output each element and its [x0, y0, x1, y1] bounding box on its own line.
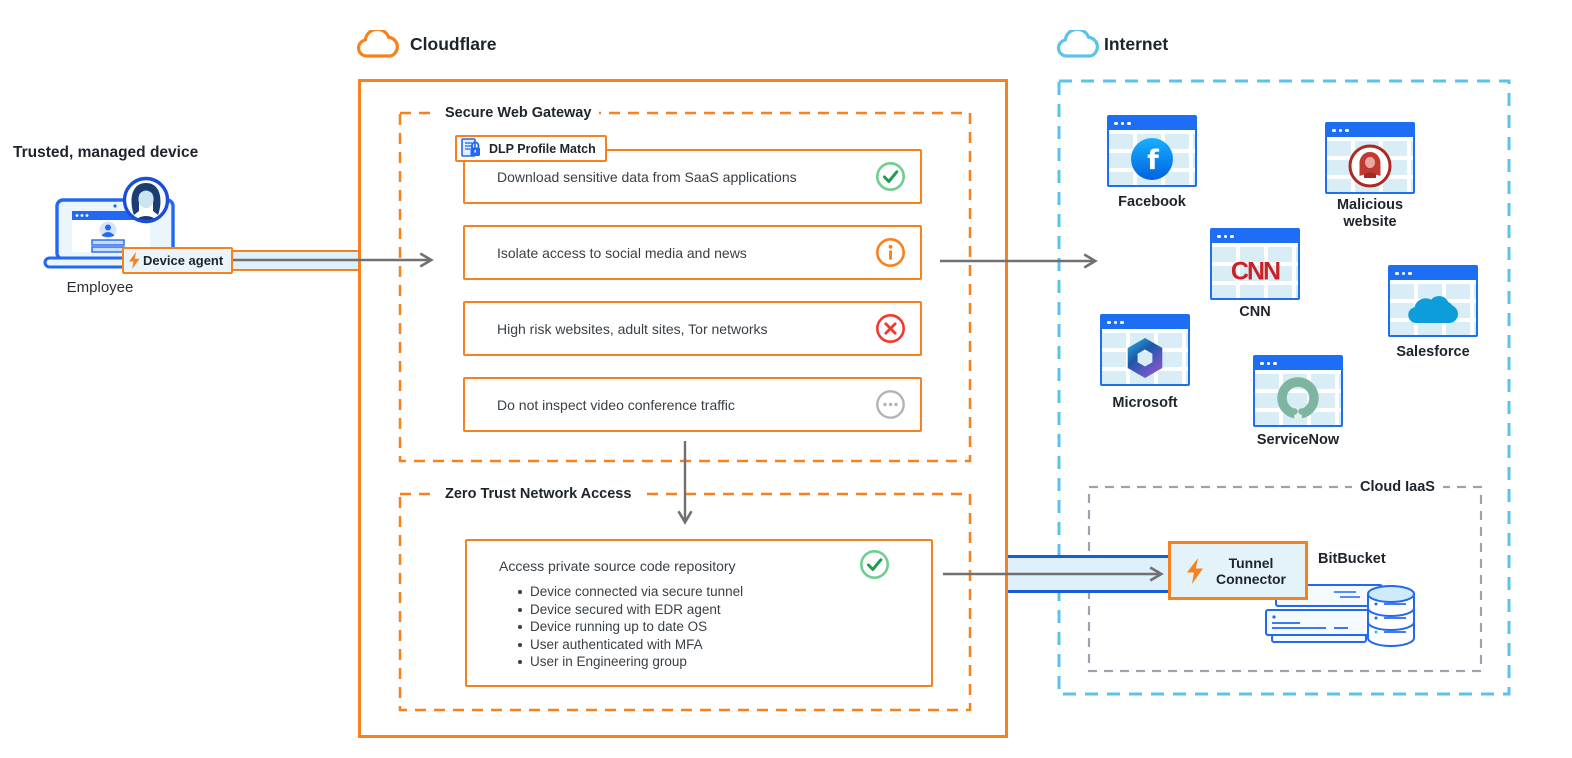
- facebook-site-window: f: [1107, 115, 1197, 187]
- ztna-access-card: Access private source code repository De…: [465, 539, 933, 687]
- employee-label: Employee: [66, 279, 134, 296]
- bitbucket-label: BitBucket: [1318, 551, 1386, 567]
- bolt-icon: [1187, 557, 1203, 584]
- device-agent-badge: Device agent: [122, 247, 234, 274]
- cnn-label: CNN: [1239, 304, 1271, 320]
- rule-text: Isolate access to social media and news: [497, 244, 747, 261]
- swg-rule-isolate: Isolate access to social media and news: [463, 225, 922, 280]
- browser-titlebar: [1255, 357, 1341, 370]
- block-x-icon: [876, 314, 905, 343]
- browser-titlebar: [1390, 267, 1476, 280]
- rule-text: High risk websites, adult sites, Tor net…: [497, 320, 768, 337]
- ztna-condition: User in Engineering group: [517, 653, 743, 671]
- allow-check-icon: [860, 550, 889, 579]
- servicenow-icon: [1277, 376, 1319, 419]
- browser-body: [1390, 280, 1476, 335]
- dlp-document-lock-icon: [461, 138, 480, 157]
- bitbucket-servers-illustration: [1265, 584, 1415, 647]
- swg-rule-bypass: Do not inspect video conference traffic: [463, 377, 922, 432]
- allow-check-icon: [876, 162, 905, 191]
- trusted-device-heading: Trusted, managed device: [13, 144, 199, 161]
- browser-titlebar: [1109, 117, 1195, 130]
- browser-titlebar: [1102, 316, 1188, 329]
- secure-tunnel-band: [1008, 555, 1173, 593]
- salesforce-label: Salesforce: [1396, 344, 1470, 360]
- servicenow-site-window: [1253, 355, 1343, 427]
- browser-body: [1102, 329, 1188, 384]
- browser-titlebar: [1327, 124, 1413, 137]
- device-tunnel-band: [222, 250, 358, 271]
- microsoft-label: Microsoft: [1112, 395, 1178, 411]
- browser-body: f: [1109, 130, 1195, 185]
- cnn-icon: CNN: [1230, 257, 1281, 285]
- bolt-icon: [129, 252, 140, 269]
- internet-box: [1057, 79, 1511, 696]
- browser-titlebar: [1212, 230, 1298, 243]
- ztna-label: Zero Trust Network Access: [437, 485, 640, 503]
- ztna-rule-text: Access private source code repository: [499, 558, 736, 574]
- facebook-label: Facebook: [1118, 194, 1186, 210]
- microsoft-site-window: [1100, 314, 1190, 386]
- internet-title: Internet: [1104, 34, 1169, 54]
- dlp-badge-label: DLP Profile Match: [489, 141, 596, 156]
- swg-label: Secure Web Gateway: [437, 104, 600, 122]
- cloudflare-title: Cloudflare: [410, 34, 497, 54]
- isolate-info-icon: [876, 238, 905, 267]
- tunnel-connector: Tunnel Connector: [1168, 541, 1308, 600]
- ztna-condition: Device secured with EDR agent: [517, 601, 743, 619]
- cloud-iaas-label: Cloud IaaS: [1352, 478, 1443, 496]
- device-agent-label: Device agent: [143, 253, 224, 268]
- browser-body: [1255, 370, 1341, 425]
- rule-text: Do not inspect video conference traffic: [497, 396, 735, 413]
- malicious-label: Malicious website: [1336, 197, 1404, 230]
- bypass-ellipsis-icon: [876, 390, 905, 419]
- cloudflare-frame: [358, 79, 1008, 738]
- facebook-icon: f: [1131, 137, 1173, 180]
- ztna-conditions-list: Device connected via secure tunnel Devic…: [517, 583, 744, 671]
- cloudflare-cloud-icon: [356, 30, 399, 58]
- microsoft-icon: [1127, 337, 1163, 378]
- browser-body: CNN: [1212, 243, 1298, 298]
- cnn-site-window: CNN: [1210, 228, 1300, 300]
- rule-text: Download sensitive data from SaaS applic…: [497, 168, 797, 185]
- salesforce-site-window: [1388, 265, 1478, 337]
- ztna-condition: User authenticated with MFA: [517, 636, 743, 654]
- internet-cloud-icon: [1056, 30, 1099, 58]
- swg-rule-block: High risk websites, adult sites, Tor net…: [463, 301, 922, 356]
- tunnel-connector-label: Tunnel Connector: [1216, 554, 1286, 587]
- malicious-site-window: [1325, 122, 1415, 194]
- ztna-condition: Device running up to date OS: [517, 618, 743, 636]
- salesforce-cloud-icon: [1408, 295, 1458, 323]
- servicenow-label: ServiceNow: [1256, 432, 1340, 448]
- dlp-profile-match-badge: DLP Profile Match: [455, 135, 607, 162]
- employee-avatar: [122, 176, 170, 224]
- ztna-condition: Device connected via secure tunnel: [517, 584, 744, 599]
- browser-body: [1327, 137, 1413, 192]
- malicious-hacker-icon: [1348, 144, 1392, 187]
